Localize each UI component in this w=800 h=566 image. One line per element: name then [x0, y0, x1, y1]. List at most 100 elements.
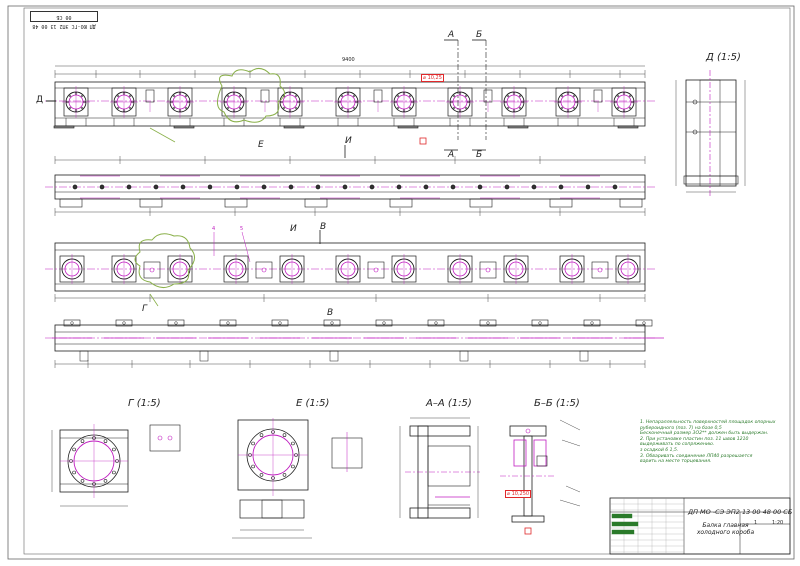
bottom-lug [271, 319, 289, 327]
section-label-e: Е (1:5) [296, 398, 330, 409]
section-label-bb: Б–Б (1:5) [534, 398, 580, 409]
technical-notes: 1. Непараллельность поверхностей площадо… [640, 420, 780, 465]
bolt-hole [294, 106, 298, 110]
plan-pad [224, 198, 248, 208]
plan-pad [389, 198, 413, 208]
plan-pad [469, 198, 493, 208]
bolt-hole [66, 100, 69, 104]
plan-hole [423, 184, 429, 190]
bolt-hole [352, 106, 356, 110]
bolt-hole [340, 106, 344, 110]
plan-hole [612, 184, 618, 190]
bolt-hole [560, 94, 564, 98]
bolt-hole [232, 92, 236, 95]
bolt-hole [402, 109, 406, 112]
view-label-i: И [345, 136, 352, 146]
bolt-hole [616, 94, 620, 98]
bolt-hole [238, 106, 242, 110]
note-line: з осадкой 6 1,5. [640, 447, 679, 453]
bottom-lug-hole [382, 321, 386, 325]
bolt-hole [352, 94, 356, 98]
mirrored-stamp-text: ДП ЮО-ГС ЭП2 13 00 48 00 СБ [32, 14, 96, 29]
bolt-hole [408, 94, 412, 98]
bottom-lug [219, 319, 237, 327]
inner-frame [23, 7, 791, 555]
section-e-base [239, 499, 305, 519]
bottom-lug [479, 319, 497, 327]
bolt-hole [450, 100, 453, 104]
bolt-hole [238, 94, 242, 98]
base-foot [397, 125, 419, 129]
base-foot [173, 125, 195, 129]
bolt-hole [224, 100, 227, 104]
bolt-hole [622, 109, 626, 112]
front-block-hole [261, 267, 267, 273]
section-e-bolt [291, 464, 295, 469]
bolt-hole [340, 94, 344, 98]
section-g-bolt [112, 447, 116, 452]
bolt-hole [458, 109, 462, 112]
bolt-hole [452, 94, 456, 98]
plan-hole [396, 184, 402, 190]
section-d-hole [692, 99, 698, 105]
title-line-2: холодного короба [696, 529, 755, 536]
section-aa-top-flange [409, 425, 471, 437]
plan-hole [180, 184, 186, 190]
bolt-hole [232, 109, 236, 112]
front-block-hole [373, 267, 379, 273]
plan-hole [72, 184, 78, 190]
bracket [483, 89, 493, 103]
plan-hole [99, 184, 105, 190]
section-bb-hole [525, 428, 531, 434]
section-g-bolt [80, 479, 85, 483]
bottom-stiffener [459, 350, 469, 362]
title-block-name: Балка главная холодного короба [688, 522, 763, 536]
bottom-lug-hole [434, 321, 438, 325]
section-aa-box [427, 445, 471, 487]
section-bb-level-box [524, 527, 532, 535]
bolt-hole [467, 100, 470, 104]
note-line: 2. При установке пластин поз. 11 швов 12… [640, 436, 749, 442]
bolt-hole [506, 94, 510, 98]
bolt-hole [402, 92, 406, 95]
section-bb-bracket [533, 439, 547, 467]
bolt-hole [566, 92, 570, 95]
front-block [591, 261, 609, 279]
plan-hole [585, 184, 591, 190]
plan-hole [504, 184, 510, 190]
base-foot [53, 125, 75, 129]
bolt-hole [282, 106, 286, 110]
section-e-bolt [251, 441, 255, 446]
note-line: выдерживать по сопряжению. [640, 442, 715, 448]
plan-hole [153, 184, 159, 190]
plan-pad [549, 198, 573, 208]
section-label-g: Г (1:5) [128, 398, 161, 409]
bottom-lug-hole [278, 321, 282, 325]
bottom-lug [115, 319, 133, 327]
bolt-hole [464, 106, 468, 110]
section-e-bolt [259, 473, 264, 477]
section-g-detail-hole [167, 435, 173, 441]
bolt-hole [616, 106, 620, 110]
bolt-hole [411, 100, 414, 104]
plan-hole [288, 184, 294, 190]
bottom-stiffener [79, 350, 89, 362]
bracket [593, 89, 603, 103]
section-label-aa: А–А (1:5) [426, 398, 472, 409]
title-block [609, 497, 791, 555]
bottom-lug-hole [642, 321, 646, 325]
section-g-bolt [72, 447, 76, 452]
bolt-hole [628, 94, 632, 98]
leader-line [149, 127, 176, 143]
bolt-hole [572, 94, 576, 98]
note-line: 1. Непараллельность поверхностей площадо… [640, 420, 776, 431]
bottom-lug-hole [226, 321, 230, 325]
title-block-mark [611, 513, 633, 519]
bolt-hole [74, 92, 78, 95]
section-d-hole [692, 129, 698, 135]
bottom-lug [323, 319, 341, 327]
revision-cloud-g [134, 233, 195, 288]
bolt-hole [241, 100, 244, 104]
section-label-d: Д (1:5) [706, 52, 741, 63]
